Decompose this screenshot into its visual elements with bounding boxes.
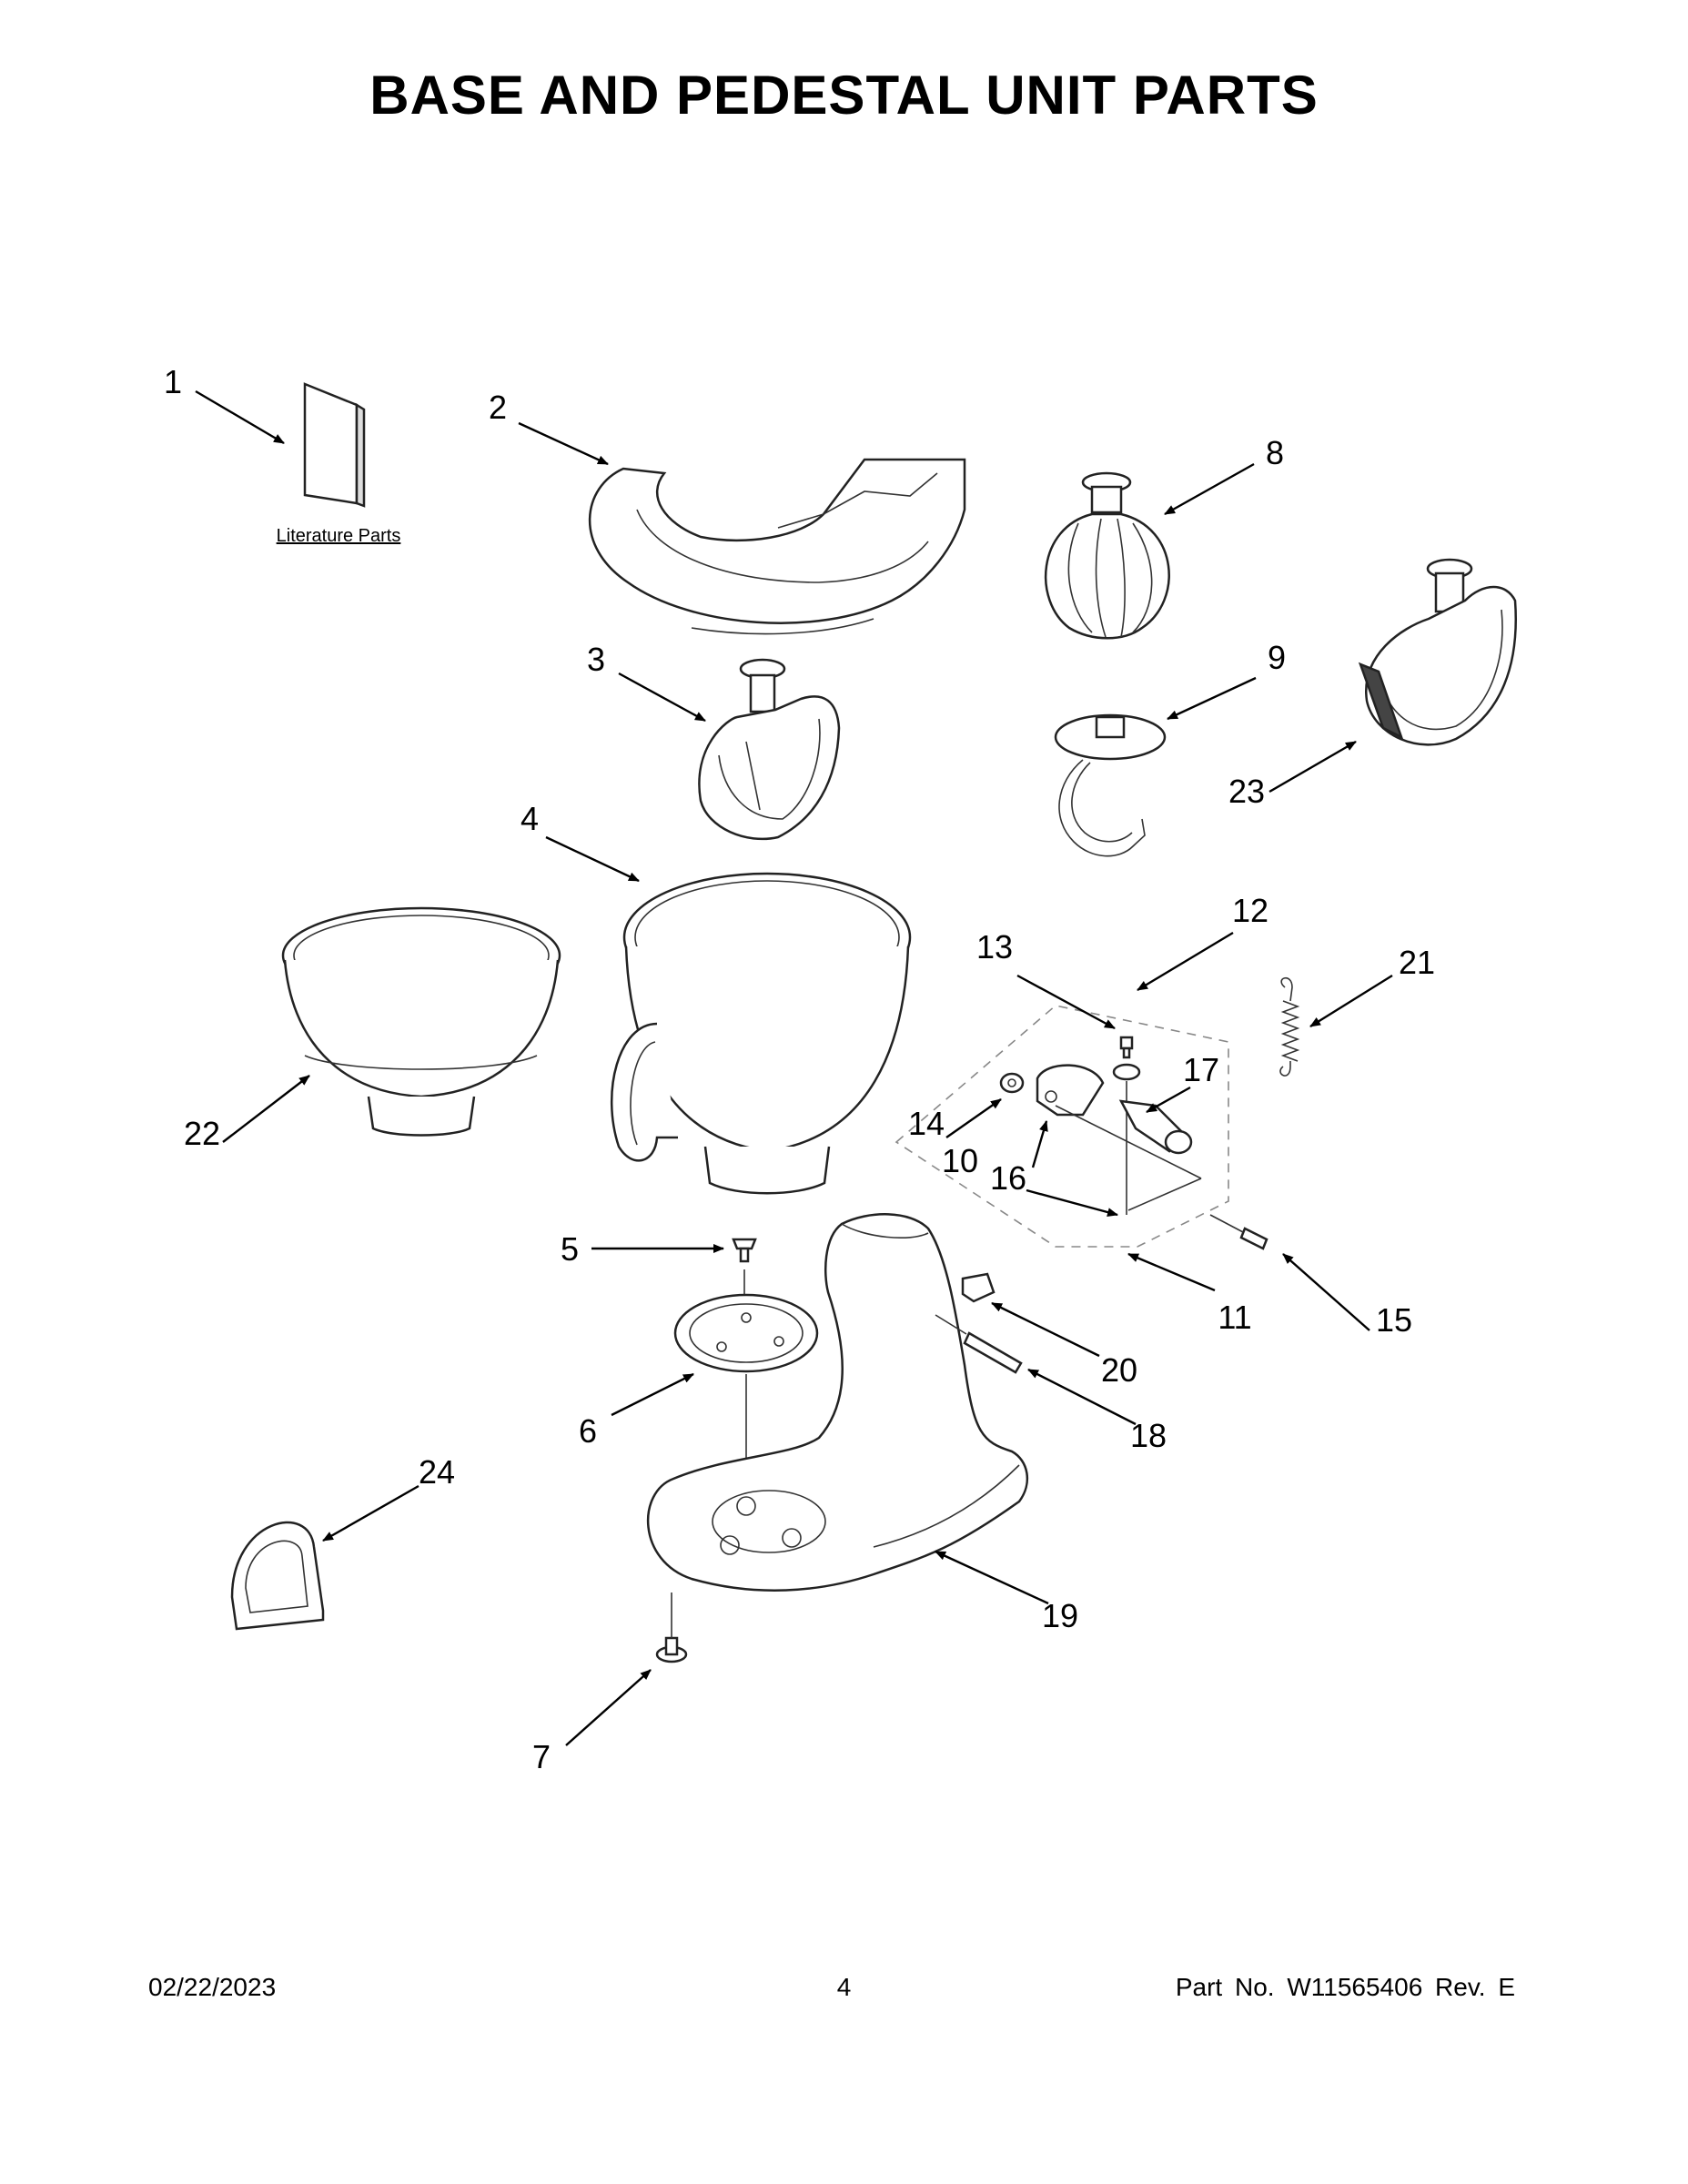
wire-whip[interactable]: [1044, 471, 1170, 640]
flat-beater[interactable]: [698, 658, 841, 841]
literature-parts-label: Literature Parts: [277, 526, 401, 546]
callout-1: 1: [164, 363, 182, 400]
locking-lever[interactable]: [1118, 1099, 1193, 1155]
hinge-bracket[interactable]: [1036, 1064, 1105, 1117]
pivot-pin[interactable]: [963, 1331, 1023, 1374]
clamp-plate-screw[interactable]: [732, 1238, 757, 1263]
callout-20: 20: [1101, 1351, 1137, 1389]
callout-24: 24: [419, 1453, 455, 1491]
footer-page-number: 4: [836, 1973, 852, 2001]
literature-parts[interactable]: [303, 382, 366, 508]
rubber-foot[interactable]: [655, 1636, 688, 1663]
callout-14: 14: [908, 1105, 945, 1142]
callout-13: 13: [976, 928, 1013, 966]
hinge-spring[interactable]: [1279, 977, 1300, 1077]
footer-part-number: Part No. W11565406 Rev. E: [1175, 1973, 1515, 2001]
bowl-alternate[interactable]: [281, 906, 561, 1137]
lever-cover[interactable]: [961, 1272, 996, 1303]
callout-11: 11: [1218, 1299, 1251, 1336]
bowl-with-handle[interactable]: [610, 872, 912, 1195]
pouring-shield[interactable]: [588, 458, 966, 635]
hinge-pin[interactable]: [1239, 1227, 1269, 1250]
callout-2: 2: [489, 389, 507, 426]
callout-18: 18: [1130, 1417, 1167, 1454]
thrust-washer[interactable]: [999, 1072, 1025, 1094]
callout-21: 21: [1399, 944, 1435, 981]
callout-19: 19: [1042, 1597, 1078, 1634]
footer-date: 02/22/2023: [148, 1973, 277, 2001]
base-pedestal[interactable]: [646, 1213, 1029, 1592]
callout-6: 6: [579, 1412, 597, 1450]
callout-23: 23: [1228, 773, 1265, 810]
flex-edge-beater[interactable]: [1358, 558, 1517, 746]
callout-12: 12: [1232, 892, 1269, 929]
callout-8: 8: [1266, 434, 1284, 471]
hinge-assembly-outline: [895, 1005, 1229, 1248]
leader-arrows: [195, 389, 1393, 1746]
trim-band[interactable]: [230, 1521, 325, 1631]
page-title: BASE AND PEDESTAL UNIT PARTS: [369, 65, 1319, 126]
callout-15: 15: [1376, 1301, 1412, 1339]
callout-4: 4: [521, 800, 539, 837]
clamp-plate[interactable]: [673, 1293, 819, 1373]
callout-22: 22: [184, 1115, 220, 1152]
hinge-washer[interactable]: [1112, 1063, 1141, 1081]
callout-16: 16: [990, 1159, 1026, 1197]
hinge-pin-rod[interactable]: [1055, 1105, 1202, 1211]
dough-hook[interactable]: [1054, 713, 1167, 857]
callout-7: 7: [532, 1738, 551, 1775]
hinge-screw[interactable]: [1119, 1036, 1134, 1059]
callout-3: 3: [587, 641, 605, 678]
callout-5: 5: [561, 1230, 579, 1268]
callout-10: 10: [942, 1142, 978, 1179]
callout-17: 17: [1183, 1051, 1219, 1088]
callout-9: 9: [1268, 639, 1286, 676]
